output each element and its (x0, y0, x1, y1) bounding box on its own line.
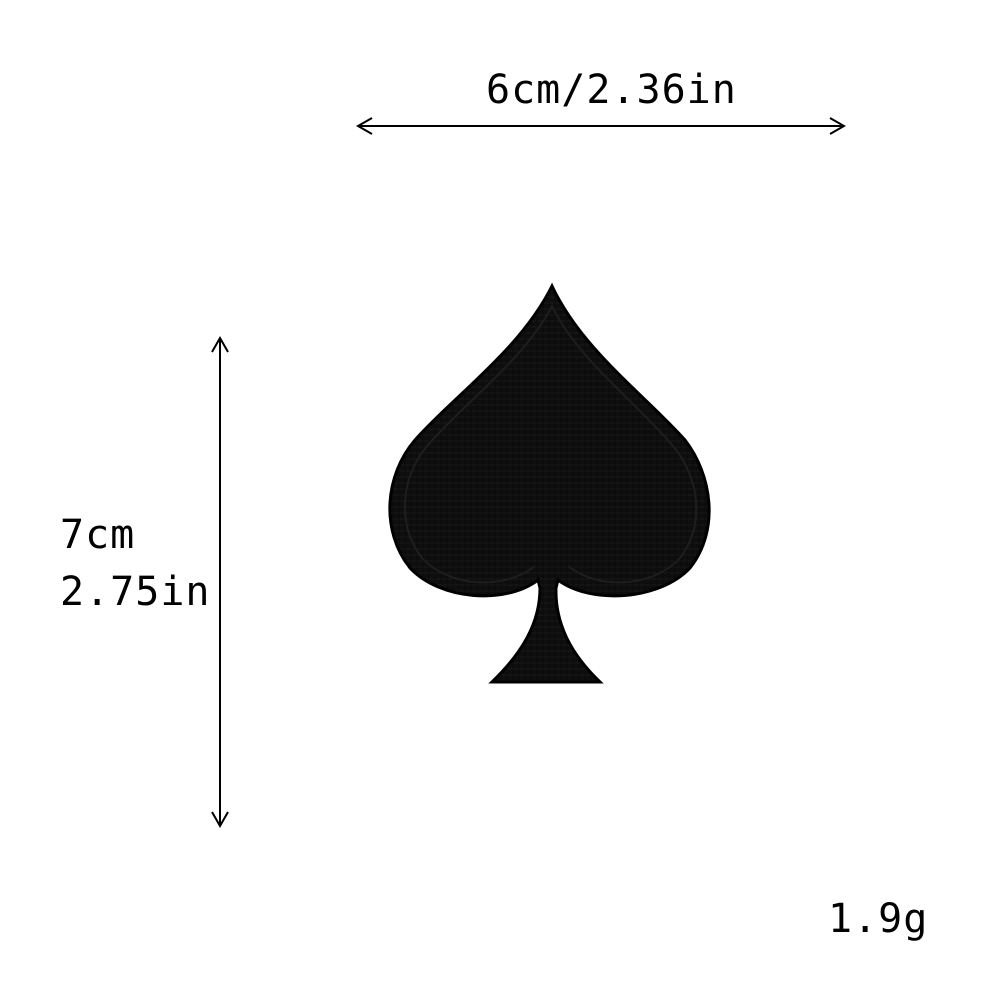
height-in-label: 2.75in (60, 569, 211, 615)
height-cm-label: 7cm (60, 512, 136, 558)
weight-label: 1.9g (828, 896, 929, 942)
height-arrow (211, 335, 229, 829)
width-arrow (355, 117, 847, 135)
spade-icon (388, 282, 711, 684)
width-dimension-label: 6cm/2.36in (486, 67, 737, 113)
